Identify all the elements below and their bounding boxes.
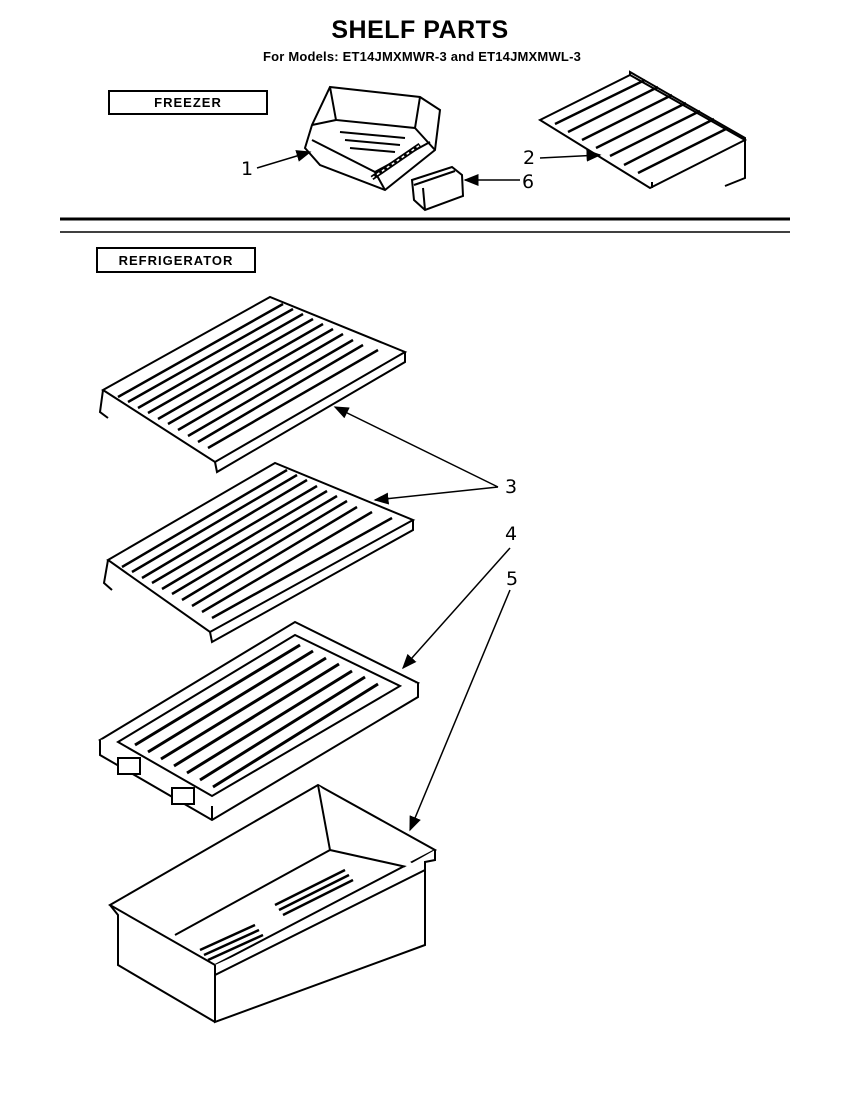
models-subtitle: For Models: ET14JMXMWR-3 and ET14JMXMWL-… [262,49,582,64]
leader-lines [256,149,602,832]
refrigerator-wire-shelf-lower [102,461,416,644]
refrigerator-wire-shelf-upper [98,295,408,474]
callout-2: 2 [523,147,536,169]
freezer-section-label: FREEZER [108,90,268,115]
callout-3: 3 [505,476,518,498]
freezer-wire-shelf [537,70,748,190]
clip-part [410,165,465,212]
callout-6: 6 [522,171,535,193]
page-title: SHELF PARTS [331,16,509,44]
crisper-cover [98,620,421,822]
callout-1: 1 [241,158,254,180]
refrigerator-label-text: REFRIGERATOR [118,252,234,268]
section-divider [60,217,790,233]
freezer-bin [303,85,442,192]
crisper-drawer [107,783,438,1024]
callout-4: 4 [505,523,518,545]
freezer-label-text: FREEZER [154,95,222,110]
refrigerator-section-label: REFRIGERATOR [96,247,256,273]
callout-5: 5 [506,568,519,590]
